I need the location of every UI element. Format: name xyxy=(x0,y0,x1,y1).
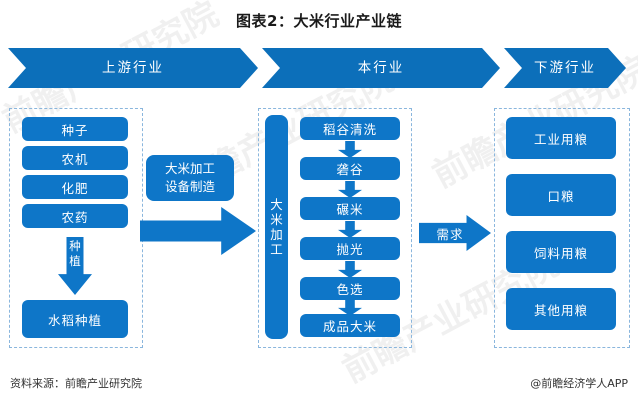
node-rice-planting: 水稻种植 xyxy=(22,300,128,338)
node-husking-label: 砻谷 xyxy=(336,162,364,177)
node-agricultural-machinery: 农机 xyxy=(22,146,128,170)
node-polishing: 抛光 xyxy=(300,237,400,260)
node-color-sorting-label: 色选 xyxy=(336,282,364,297)
node-industrial-grain-label: 工业用粮 xyxy=(533,131,588,147)
node-paddy-cleaning-label: 稻谷清洗 xyxy=(322,122,377,137)
node-husking: 砻谷 xyxy=(300,157,400,180)
node-fertilizer: 化肥 xyxy=(22,175,128,199)
node-table-grain-label: 口粮 xyxy=(547,188,575,204)
node-rice-processing-equipment: 大米加工 设备制造 xyxy=(146,155,234,201)
node-rice-processing-bar: 大 米 加 工 xyxy=(265,115,288,339)
credit-note: @前瞻经济学人APP xyxy=(530,377,628,390)
banner-downstream: 下游行业 xyxy=(504,48,626,88)
planting-arrow-label-char2: 植 xyxy=(69,254,81,268)
right-arrow-icon-upstream-to-mid xyxy=(140,207,256,255)
page-title: 图表2：大米行业产业链 xyxy=(236,12,402,30)
banner-midstream: 本行业 xyxy=(262,48,500,88)
downstream-group-box xyxy=(494,108,630,348)
node-milling-label: 碾米 xyxy=(336,202,364,217)
node-polishing-label: 抛光 xyxy=(336,242,364,257)
node-seed: 种子 xyxy=(22,117,128,141)
vbar-char3: 加 xyxy=(270,227,283,242)
banner-downstream-label: 下游行业 xyxy=(534,60,596,76)
node-paddy-cleaning: 稻谷清洗 xyxy=(300,117,400,140)
node-table-grain: 口粮 xyxy=(506,174,616,216)
banner-midstream-label: 本行业 xyxy=(357,60,405,76)
node-agricultural-machinery-label: 农机 xyxy=(61,151,89,167)
node-finished-rice-label: 成品大米 xyxy=(322,319,377,334)
node-finished-rice: 成品大米 xyxy=(300,314,400,337)
node-feed-grain-label: 饲料用粮 xyxy=(533,245,588,261)
equipment-label-line1: 大米加工 xyxy=(164,161,215,176)
node-feed-grain: 饲料用粮 xyxy=(506,231,616,273)
equipment-label-line2: 设备制造 xyxy=(164,179,215,194)
node-seed-label: 种子 xyxy=(61,122,89,138)
node-industrial-grain: 工业用粮 xyxy=(506,117,616,159)
node-rice-planting-label: 水稻种植 xyxy=(47,312,102,328)
node-pesticide: 农药 xyxy=(22,204,128,228)
source-note: 资料来源：前瞻产业研究院 xyxy=(10,377,142,390)
node-other-grain-label: 其他用粮 xyxy=(533,302,588,318)
planting-arrow-label: 种 植 xyxy=(62,239,88,283)
vbar-char1: 大 xyxy=(270,197,283,212)
node-fertilizer-label: 化肥 xyxy=(61,180,89,196)
node-other-grain: 其他用粮 xyxy=(506,288,616,330)
banner-upstream-label: 上游行业 xyxy=(102,60,164,76)
node-milling: 碾米 xyxy=(300,197,400,220)
vbar-char4: 工 xyxy=(270,242,283,257)
node-color-sorting: 色选 xyxy=(300,277,400,300)
vbar-char2: 米 xyxy=(270,212,283,227)
midstream-group-box xyxy=(258,108,412,348)
demand-label: 需求 xyxy=(436,226,464,242)
banner-upstream: 上游行业 xyxy=(8,48,258,88)
node-pesticide-label: 农药 xyxy=(61,209,89,225)
planting-arrow-label-char1: 种 xyxy=(69,239,81,253)
